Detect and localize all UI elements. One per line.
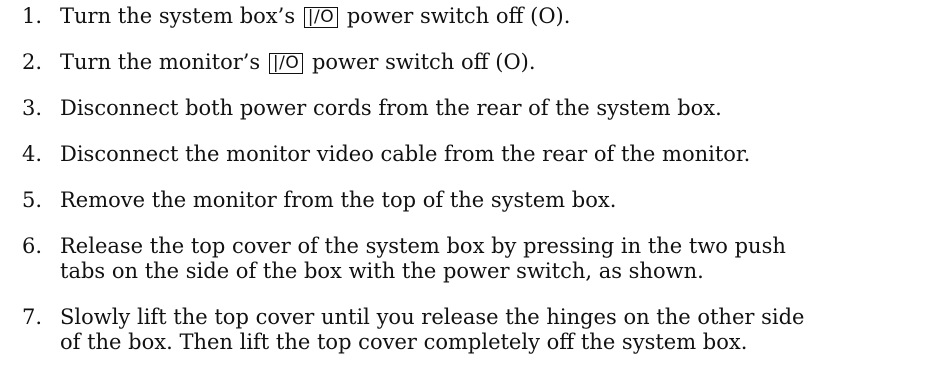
step-text-before-symbol: Turn the monitor’s <box>60 50 261 74</box>
step-7: 7. Slowly lift the top cover until you r… <box>22 305 932 355</box>
step-text-line: Slowly lift the top cover until you rele… <box>60 305 805 329</box>
instruction-steps-list: 1. Turn the system box’s |/O power switc… <box>22 4 932 376</box>
step-5: 5. Remove the monitor from the top of th… <box>22 188 932 213</box>
step-text-line: Disconnect the monitor video cable from … <box>60 142 751 166</box>
step-text: Disconnect the monitor video cable from … <box>60 142 932 167</box>
step-text: Turn the system box’s |/O power switch o… <box>60 4 932 29</box>
step-4: 4. Disconnect the monitor video cable fr… <box>22 142 932 167</box>
step-text: Disconnect both power cords from the rea… <box>60 96 932 121</box>
step-number: 2. <box>22 50 43 74</box>
step-text: Slowly lift the top cover until you rele… <box>60 305 932 355</box>
step-text: Turn the monitor’s |/O power switch off … <box>60 50 932 75</box>
step-number: 7. <box>22 305 43 329</box>
step-text-line: Remove the monitor from the top of the s… <box>60 188 617 212</box>
step-number: 5. <box>22 188 43 212</box>
step-text-line: Disconnect both power cords from the rea… <box>60 96 722 120</box>
step-3: 3. Disconnect both power cords from the … <box>22 96 932 121</box>
step-number: 4. <box>22 142 43 166</box>
step-text-line: Release the top cover of the system box … <box>60 234 786 258</box>
step-1: 1. Turn the system box’s |/O power switc… <box>22 4 932 29</box>
step-text: Remove the monitor from the top of the s… <box>60 188 932 213</box>
power-switch-symbol-icon: |/O <box>303 7 339 28</box>
step-text-after-symbol: power switch off (O). <box>311 50 536 74</box>
step-number: 1. <box>22 4 43 28</box>
step-6: 6. Release the top cover of the system b… <box>22 234 932 284</box>
step-text-before-symbol: Turn the system box’s <box>60 4 296 28</box>
step-number: 6. <box>22 234 43 258</box>
step-number: 3. <box>22 96 43 120</box>
power-switch-symbol-icon: |/O <box>268 53 304 74</box>
step-text-after-symbol: power switch off (O). <box>346 4 571 28</box>
step-text-line: tabs on the side of the box with the pow… <box>60 259 704 283</box>
step-text: Release the top cover of the system box … <box>60 234 932 284</box>
step-text-line: of the box. Then lift the top cover comp… <box>60 330 748 354</box>
step-2: 2. Turn the monitor’s |/O power switch o… <box>22 50 932 75</box>
